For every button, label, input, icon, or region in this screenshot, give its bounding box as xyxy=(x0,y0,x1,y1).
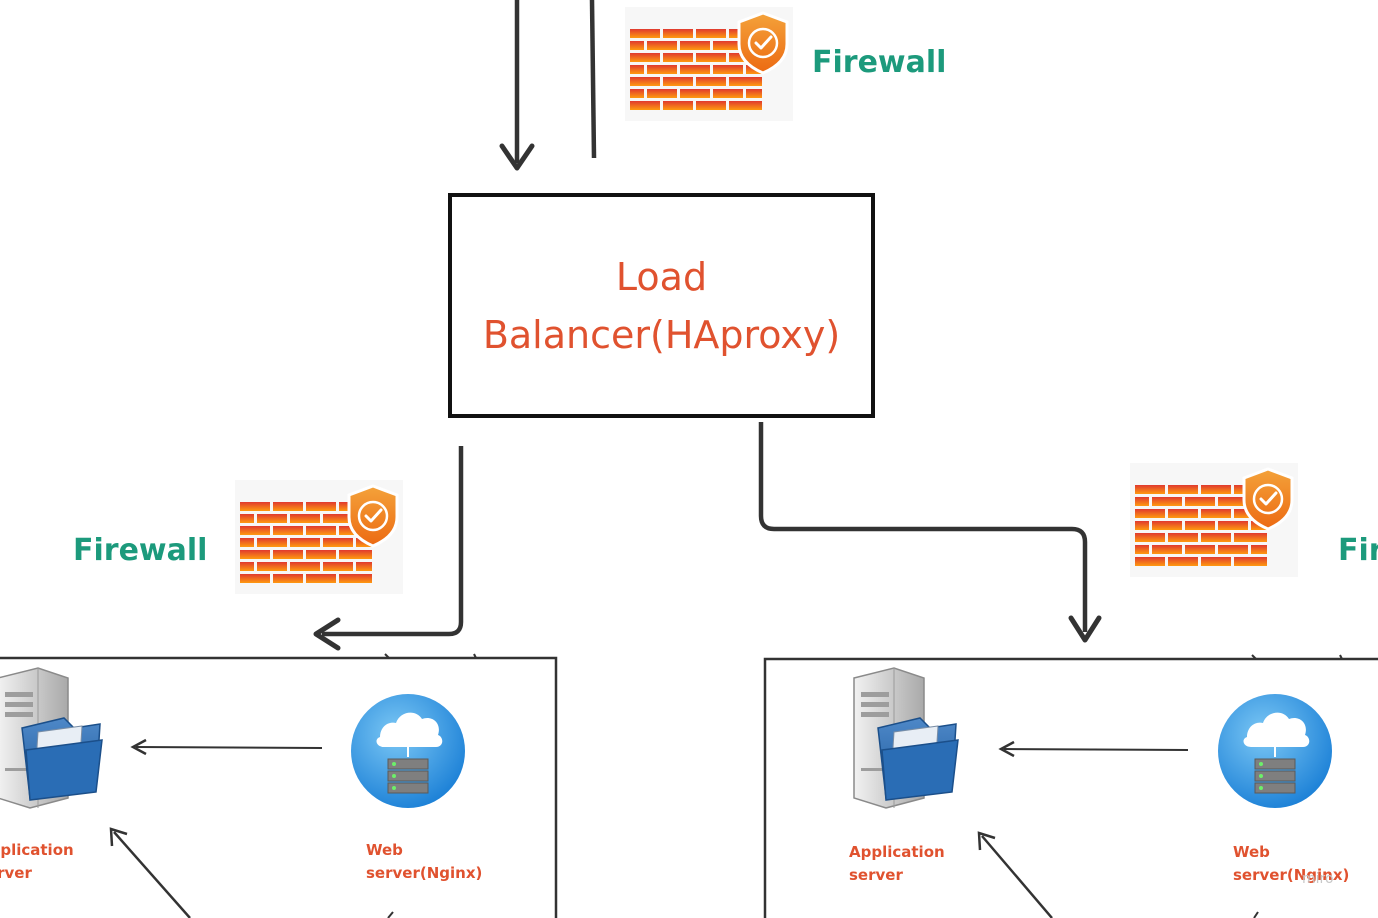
return-arrow xyxy=(109,827,191,918)
application-server-label: Application server xyxy=(849,843,945,884)
firewall-icon xyxy=(1128,461,1300,579)
firewall-icon xyxy=(623,5,795,123)
web-to-app-arrow xyxy=(998,740,1189,758)
web-to-app-arrow xyxy=(130,738,323,756)
web-server-icon xyxy=(1217,693,1333,809)
firewall-label: Firewall xyxy=(1338,533,1378,568)
watermark: miro xyxy=(1302,871,1334,887)
firewall-icon xyxy=(233,478,405,596)
load-balancer-label: Load Balancer(HAproxy) xyxy=(482,254,841,357)
web-server-label: Web server(Nginx) xyxy=(366,841,483,882)
left-connector-arrow xyxy=(313,446,464,651)
server-group-left xyxy=(0,653,558,918)
load-balancer-box[interactable] xyxy=(448,193,875,418)
firewall-label: Firewall xyxy=(73,533,208,568)
outgoing-line xyxy=(589,0,597,159)
server-group-right xyxy=(763,654,1378,918)
right-connector-arrow xyxy=(758,422,1102,643)
return-arrow xyxy=(977,831,1053,918)
incoming-arrow xyxy=(499,0,535,171)
web-server-icon xyxy=(350,693,466,809)
web-server-label: Web server(Nginx) xyxy=(1233,843,1350,884)
application-server-label: Application server xyxy=(0,841,74,882)
firewall-label: Firewall xyxy=(812,45,947,80)
